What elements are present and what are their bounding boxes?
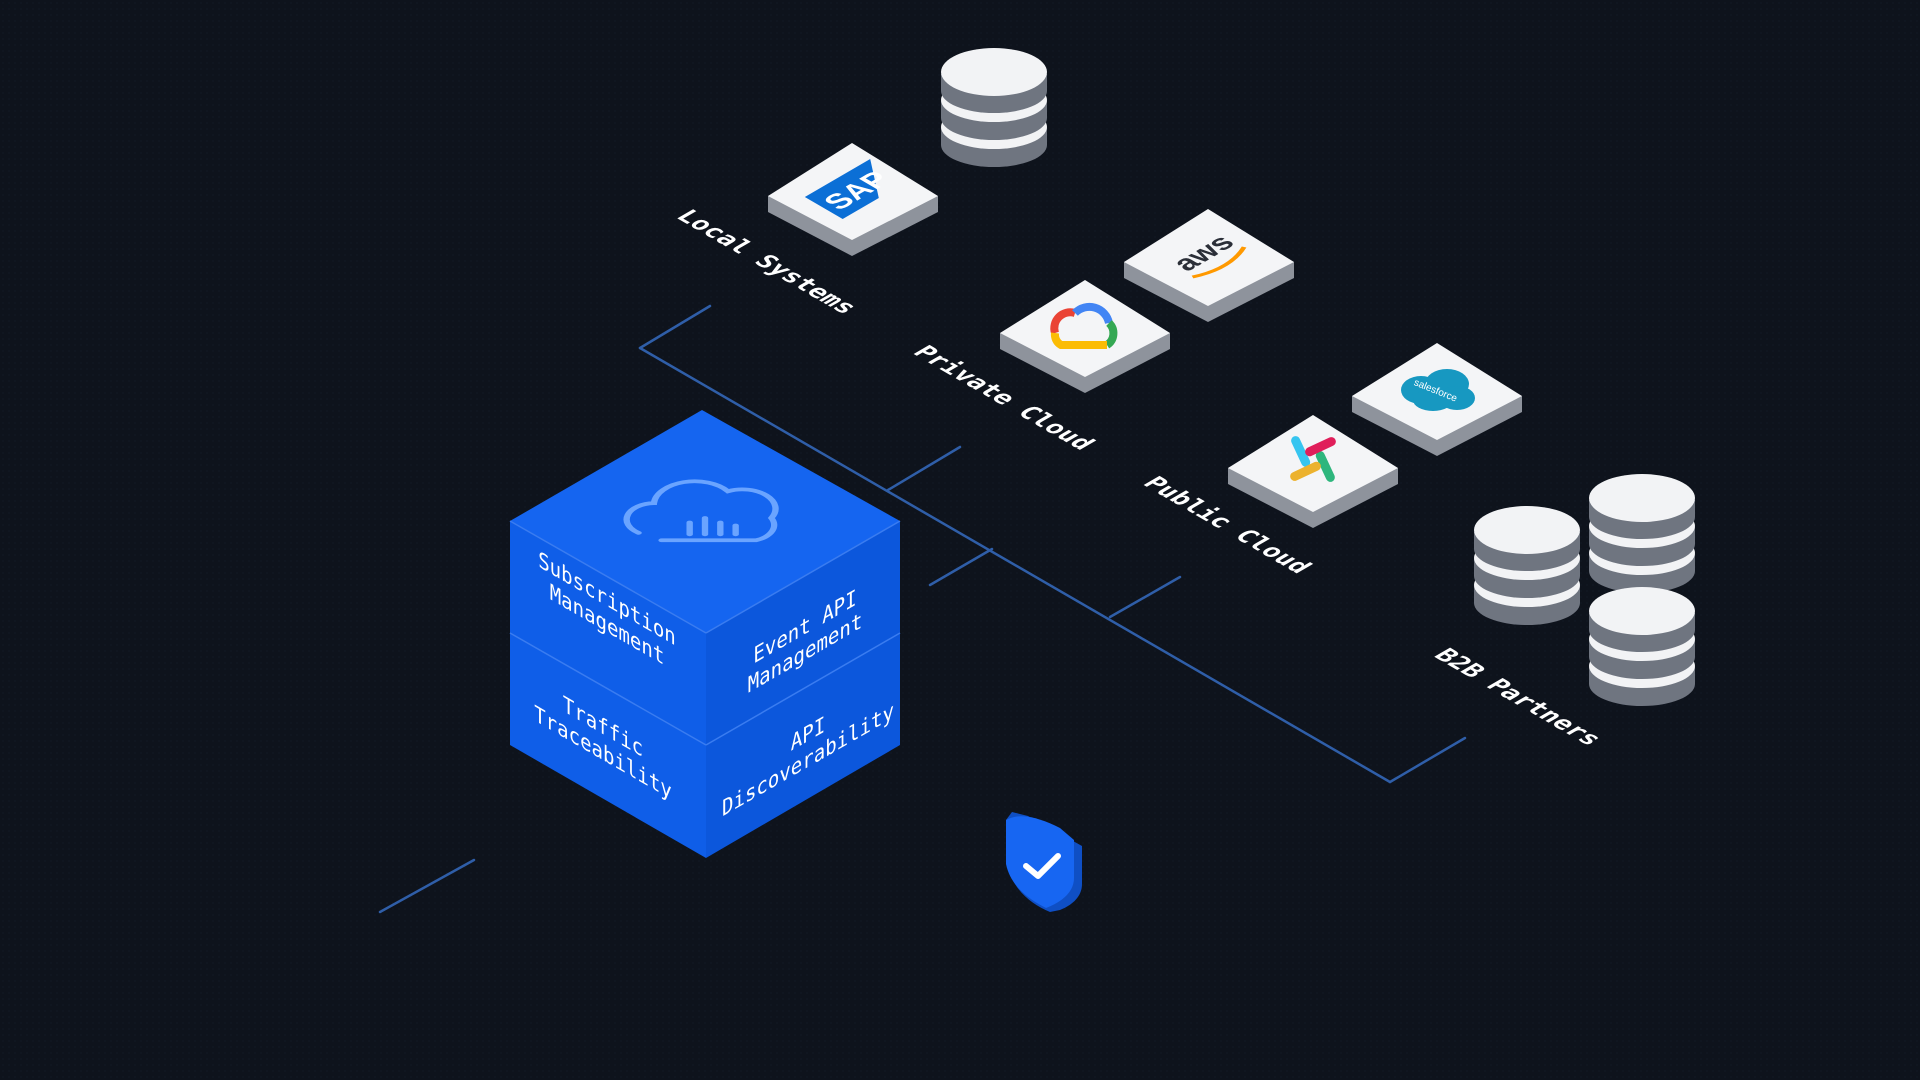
connector-local-systems [638, 304, 712, 350]
database-local [941, 48, 1047, 167]
database-b2b-1 [1474, 506, 1580, 625]
connector-lines [378, 304, 1467, 914]
slack-tile [1228, 415, 1398, 528]
connector-private-cloud [886, 445, 962, 492]
salesforce-tile: salesforce [1352, 343, 1522, 456]
sap-tile: SAP [768, 143, 938, 256]
database-b2b-3 [1589, 587, 1695, 706]
connector-public-cloud [1108, 575, 1182, 619]
slack-icon [1290, 436, 1336, 482]
google-cloud-tile [1000, 280, 1170, 393]
salesforce-icon: salesforce [1401, 369, 1475, 411]
aws-tile: aws [1124, 209, 1294, 322]
connector-cube [928, 547, 994, 587]
connector-b2b-partners [1388, 736, 1467, 784]
connector-bottom-left [378, 858, 476, 914]
connector-main-trunk [638, 346, 1392, 784]
cloud-signal-icon [623, 479, 779, 543]
google-cloud-icon [1050, 302, 1118, 349]
shield-check-icon [1006, 812, 1082, 912]
database-b2b-2 [1589, 474, 1695, 593]
